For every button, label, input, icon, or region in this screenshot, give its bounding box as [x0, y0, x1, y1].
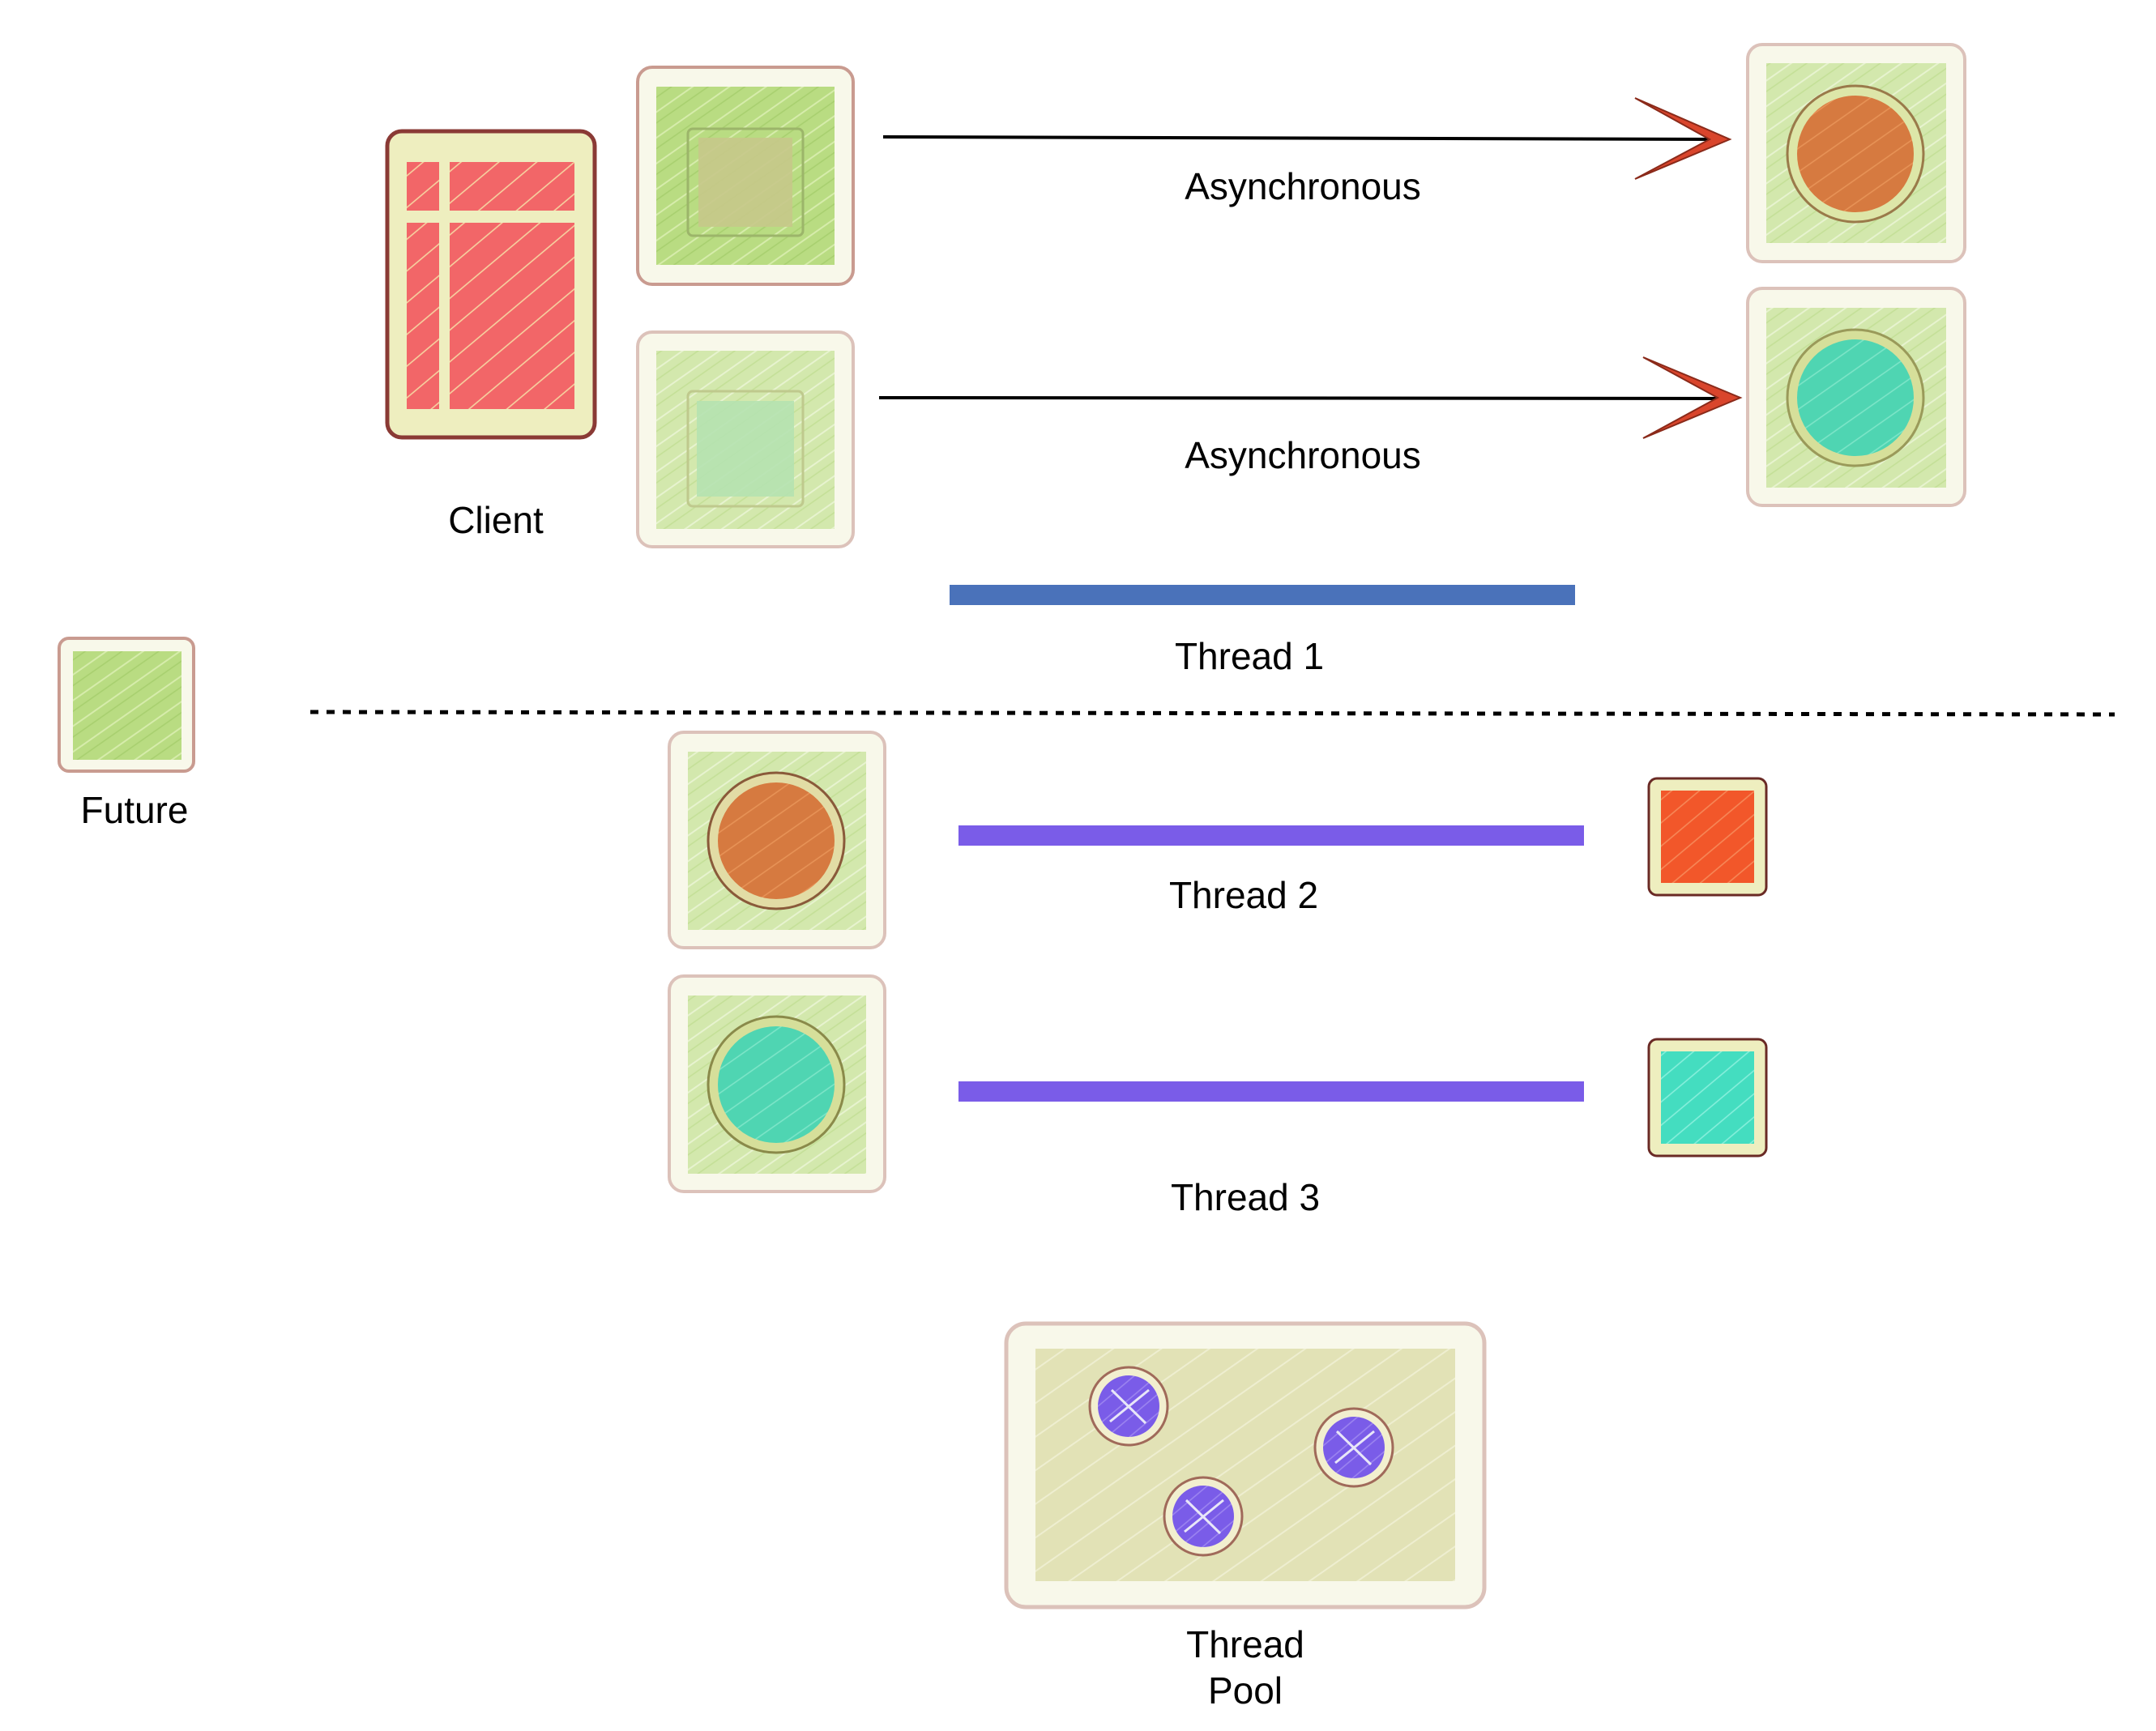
client-block [385, 129, 597, 440]
future-legend-icon [58, 637, 195, 773]
thread-2-bar [958, 825, 1584, 846]
thread-pool-label-line1: Thread [1186, 1623, 1304, 1665]
future-legend-label: Future [81, 789, 189, 831]
pool-thread-icon-2 [1313, 1407, 1394, 1488]
client-label: Client [448, 499, 544, 541]
thread-2-future-tile [668, 731, 886, 949]
future-tile-done-teal [1746, 287, 1966, 507]
thread-1-label: Thread 1 [1175, 635, 1324, 677]
thread-3-bar [958, 1081, 1584, 1102]
pool-thread-icon-3 [1163, 1476, 1244, 1557]
pool-thread-icon-1 [1088, 1366, 1169, 1447]
async-arrow-1 [882, 97, 1732, 180]
async-arrow-2 [878, 356, 1743, 439]
thread-3-label: Thread 3 [1171, 1176, 1320, 1218]
future-tile-pending-1 [636, 66, 855, 286]
thread-1-bar [950, 585, 1575, 605]
async-label-2: Asynchronous [1185, 434, 1421, 476]
async-label-1: Asynchronous [1185, 165, 1421, 207]
future-tile-done-orange [1746, 43, 1966, 263]
thread-pool-label-line2: Pool [1208, 1669, 1283, 1712]
thread-pool-block [1004, 1321, 1487, 1609]
thread-3-result-value [1647, 1038, 1768, 1158]
thread-2-result-value [1647, 777, 1768, 897]
thread-3-future-tile [668, 974, 886, 1193]
thread-2-label: Thread 2 [1169, 874, 1318, 916]
future-tile-pending-2 [636, 330, 855, 548]
separator-line [310, 710, 2115, 717]
